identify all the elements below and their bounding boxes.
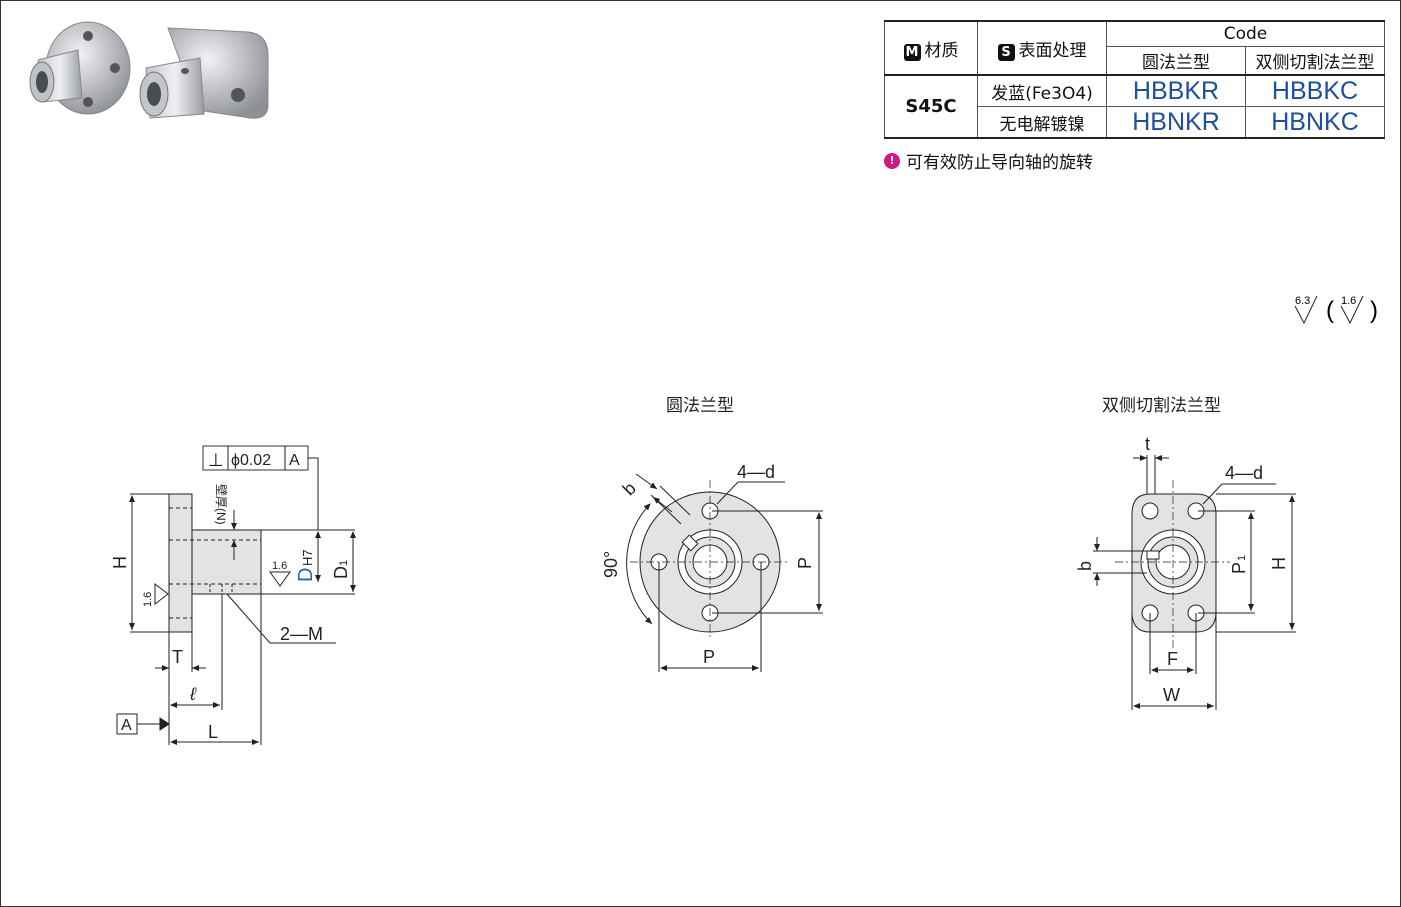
dim-D1: D: [331, 566, 351, 579]
code-link[interactable]: HBBKC: [1245, 74, 1385, 107]
code-hbnkr[interactable]: HBNKR: [1132, 108, 1220, 136]
dim-P1-subscript: 1: [1236, 555, 1248, 561]
dim-l: ℓ: [189, 684, 197, 704]
material-badge: M: [903, 43, 921, 61]
code-link[interactable]: HBNKR: [1106, 106, 1246, 139]
perpendicularity-symbol: ⊥: [208, 450, 224, 470]
code-link[interactable]: HBNKC: [1245, 106, 1385, 139]
svg-text:(: (: [1326, 297, 1334, 324]
dim-D1-subscript: 1: [338, 560, 350, 566]
datum-A: A: [121, 717, 132, 734]
roughness-symbol: 6.3 ( 1.6 ): [1294, 295, 1378, 325]
note-text: 可有效防止导向轴的旋转: [906, 153, 1093, 173]
roughness-special: 1.6: [1341, 295, 1356, 307]
wall-thickness-label: 壁厚(N): [214, 484, 229, 525]
type-round-header: 圆法兰型: [1106, 46, 1246, 76]
code-hbbkc[interactable]: HBBKC: [1271, 77, 1359, 105]
flange-roughness: 1.6: [142, 592, 154, 607]
round-flange-view: 圆法兰型 4—d b 90° P P: [601, 396, 823, 672]
material-label: 材质: [924, 40, 959, 61]
dim-4-d-cut: 4—d: [1225, 463, 1263, 483]
code-hbnkc[interactable]: HBNKC: [1271, 108, 1359, 136]
surface-value: 无电解镀镍: [977, 106, 1107, 139]
dim-P1: P: [1229, 562, 1249, 574]
dim-4-d: 4—d: [737, 462, 775, 482]
dim-W: W: [1163, 685, 1180, 705]
cut-flange-photo: [139, 27, 269, 119]
dim-H: H: [110, 556, 130, 569]
dim-b-cut: b: [1075, 561, 1095, 571]
feature-note: ! 可有效防止导向轴的旋转: [884, 148, 1093, 173]
dim-L: L: [208, 722, 218, 742]
dim-F: F: [1167, 649, 1178, 669]
bore-roughness: 1.6: [272, 560, 287, 572]
cut-view-title: 双侧切割法兰型: [1102, 396, 1221, 415]
datum-label: A: [289, 452, 300, 469]
dim-T: T: [172, 647, 183, 667]
dim-D: D: [295, 568, 317, 582]
round-view-title: 圆法兰型: [666, 396, 734, 415]
surface-label: 表面处理: [1018, 40, 1087, 61]
type-cut-header: 双侧切割法兰型: [1245, 46, 1385, 76]
dim-H-cut: H: [1269, 557, 1289, 570]
dim-t: t: [1145, 434, 1150, 454]
dim-H7: H7: [300, 549, 315, 566]
surface-badge: S: [997, 43, 1015, 61]
dim-2-M: 2—M: [280, 624, 323, 644]
dim-b: b: [619, 478, 640, 499]
code-hbbkr[interactable]: HBBKR: [1132, 77, 1220, 105]
side-view: ⊥ ϕ0.02 A 壁厚(N) H 1.6 1.6 D H7: [110, 445, 356, 745]
code-link[interactable]: HBBKR: [1106, 74, 1246, 107]
material-value: S45C: [884, 74, 978, 139]
cut-flange-view: 双侧切割法兰型 t 4—d b P 1 H: [1075, 396, 1296, 710]
dim-90-degree: 90°: [601, 551, 621, 578]
roughness-general: 6.3: [1295, 295, 1310, 307]
svg-text:): ): [1370, 297, 1378, 324]
round-flange-photo: [29, 21, 131, 115]
dim-P-vertical: P: [795, 557, 815, 569]
dim-P-horizontal: P: [703, 647, 715, 667]
tolerance-value: ϕ0.02: [231, 452, 271, 469]
location-pin-icon: !: [884, 152, 900, 169]
